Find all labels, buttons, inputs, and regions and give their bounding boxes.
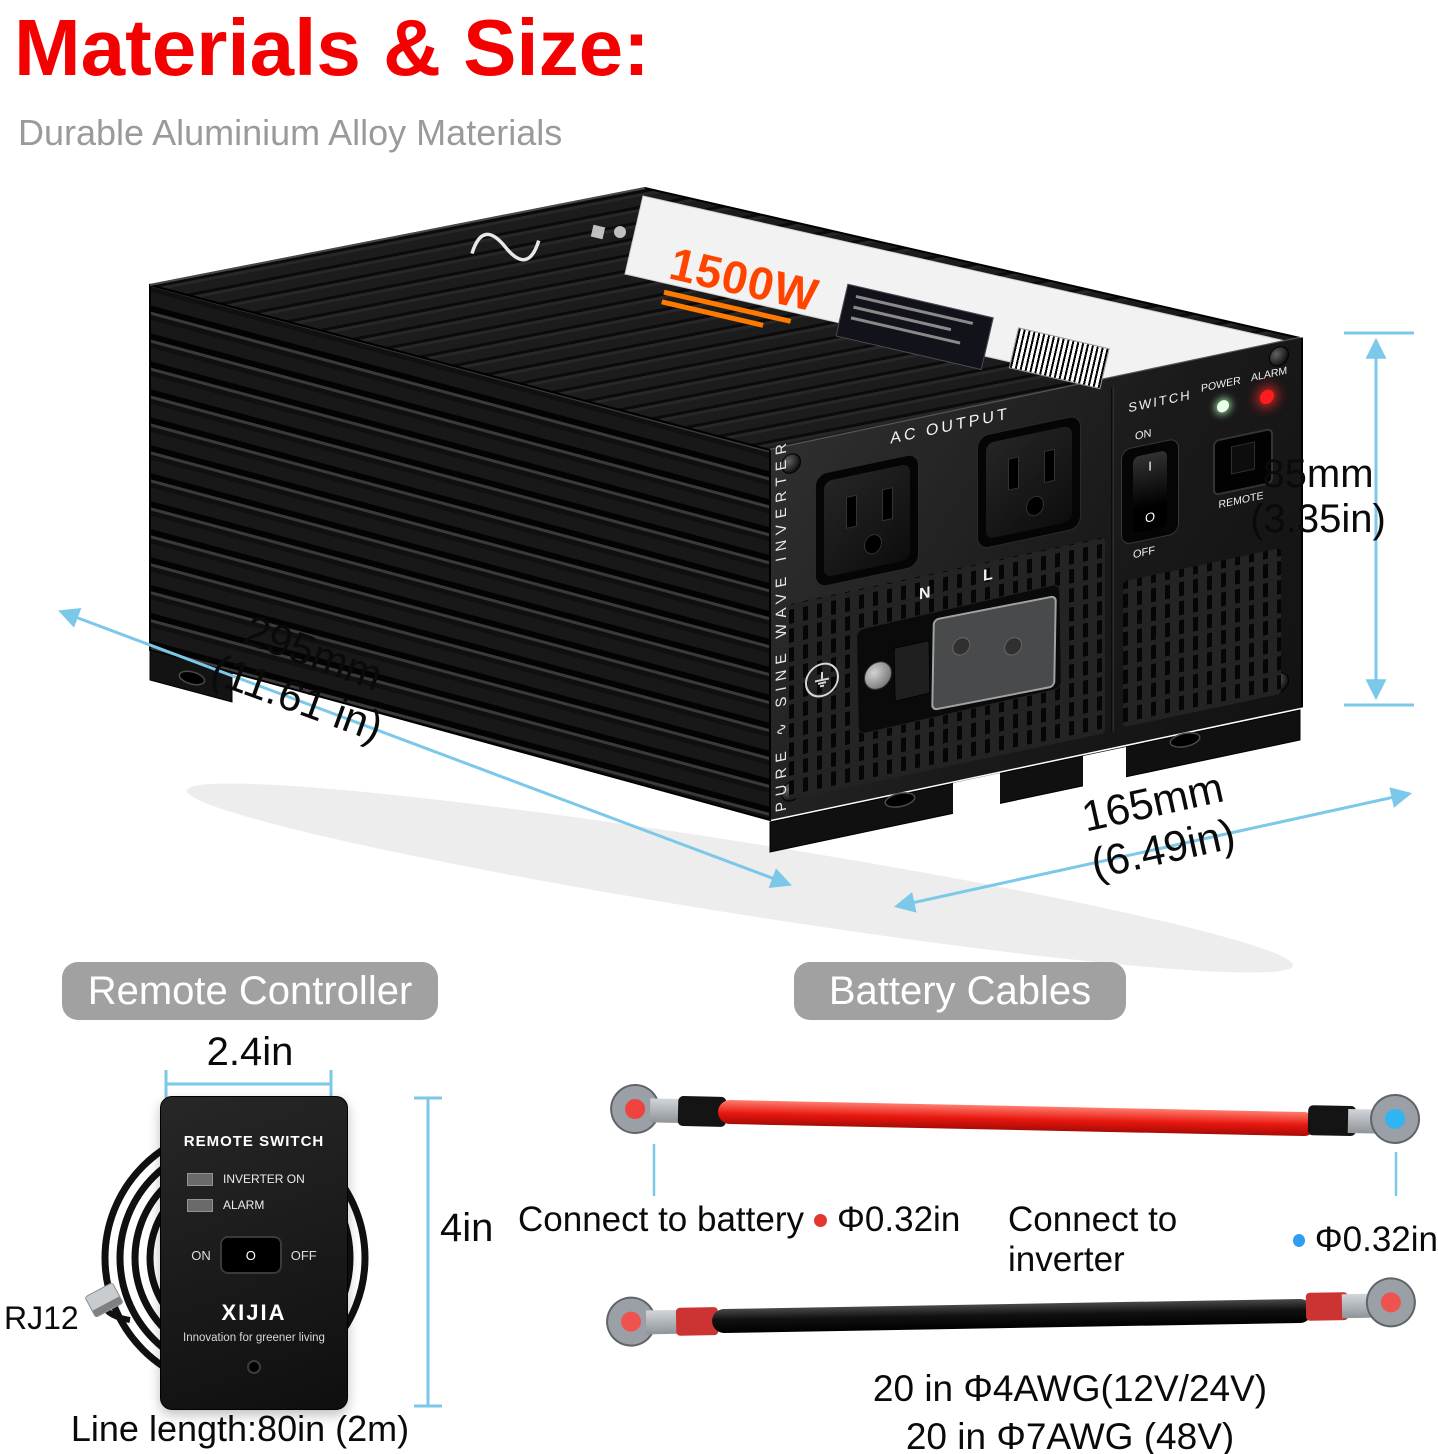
- remote-off-label: OFF: [290, 1247, 317, 1263]
- power-label: POWER: [1201, 374, 1241, 395]
- terminal-l-label: L: [983, 565, 993, 585]
- inverter-hole-diameter: Φ0.32in: [1314, 1220, 1438, 1259]
- remote-device-title: REMOTE SWITCH: [183, 1133, 325, 1150]
- outlet-ground-hole: [864, 532, 882, 557]
- connect-to-inverter-text: Connect to inverter: [1008, 1200, 1178, 1279]
- red-battery-cable: [611, 1080, 1419, 1155]
- power-led: [1217, 398, 1229, 414]
- switch-label: SWITCH: [1128, 386, 1192, 416]
- rj12-connector: [84, 1281, 124, 1319]
- battery-dot-icon: [814, 1213, 827, 1227]
- outlet-face: [986, 425, 1072, 540]
- inverter-on-led: [187, 1172, 213, 1186]
- inverter-on-label: INVERTER ON: [223, 1172, 305, 1186]
- height-mm: 85mm: [1262, 452, 1374, 496]
- switch-off-label: OFF: [1133, 544, 1155, 562]
- cable-spec-line1: 20 in Φ4AWG(12V/24V): [872, 1368, 1268, 1409]
- remote-switch-device: REMOTE SWITCH INVERTER ON ALARM ON O OFF…: [160, 1096, 348, 1410]
- rocker-o-mark: O: [245, 1247, 256, 1263]
- vent-grid: [1123, 547, 1281, 728]
- crimp: [645, 1309, 679, 1335]
- panel-divider: [1111, 387, 1114, 732]
- inverter-dot-icon: [1292, 1233, 1305, 1247]
- rocker[interactable]: I O: [1133, 450, 1167, 534]
- battery-hole-diameter: Φ0.32in: [837, 1200, 961, 1239]
- device-hole: [247, 1360, 261, 1374]
- ac-outlet: [977, 414, 1081, 551]
- remote-on-label: ON: [191, 1247, 211, 1263]
- top-edge-highlight: [149, 187, 646, 286]
- height-dimension: 85mm (3.35in): [1238, 452, 1398, 542]
- certification-mark-icon: [590, 224, 606, 240]
- terminal-n-label: N: [919, 584, 931, 604]
- black-cable-body: [711, 1298, 1313, 1334]
- inverter-front-panel: PURE ∿ SINE WAVE INVERTER AC OUTPUT SWIT…: [770, 337, 1303, 820]
- battery-connection-label: Connect to battery Φ0.32in: [518, 1200, 960, 1240]
- rocker-i-mark: I: [1148, 458, 1152, 475]
- switch-on-label: ON: [1135, 427, 1152, 443]
- page-subtitle: Durable Aluminium Alloy Materials: [18, 112, 563, 153]
- alarm-label: ALARM: [1251, 364, 1288, 385]
- terminal-screw-icon: [863, 658, 893, 693]
- certification-mark-icon: [614, 226, 626, 238]
- cable-spec-line2: 20 in Φ7AWG (48V): [905, 1416, 1235, 1454]
- outlet-slot: [846, 494, 857, 529]
- remote-rocker-switch[interactable]: O: [219, 1236, 282, 1274]
- outlet-slot: [1044, 448, 1055, 484]
- red-cable-body: [717, 1099, 1317, 1137]
- length-dimension: 295mm (11.61 in): [162, 585, 449, 768]
- product-label: 1500W: [661, 237, 1111, 405]
- remote-controller-section-title: Remote Controller: [62, 962, 438, 1020]
- spec-table: [835, 283, 994, 371]
- barcode-icon: [1008, 327, 1110, 390]
- remote-width-dimension: 2.4in: [206, 1030, 294, 1074]
- rj12-label: RJ12: [4, 1300, 79, 1336]
- power-rocker-switch[interactable]: I O: [1121, 437, 1179, 546]
- page-title: Materials & Size:: [14, 3, 650, 92]
- alarm-led: [1260, 388, 1274, 406]
- inverter-left-face: [149, 283, 771, 822]
- rocker-o-mark: O: [1144, 508, 1156, 526]
- cable-specs: 20 in Φ4AWG(12V/24V) 20 in Φ7AWG (48V): [800, 1368, 1340, 1454]
- ac-outlet: [815, 452, 919, 589]
- brand-name: XIJIA: [221, 1300, 287, 1325]
- flange-gap: [1083, 747, 1126, 789]
- ring-terminal: [1367, 1278, 1415, 1326]
- alarm-label: ALARM: [223, 1198, 265, 1212]
- brand-tagline: Innovation for greener living: [183, 1332, 325, 1344]
- black-battery-cable: [607, 1277, 1415, 1349]
- outlet-slot: [1008, 456, 1019, 491]
- outlet-face: [824, 463, 910, 578]
- outlet-ground-hole: [1026, 494, 1044, 518]
- terminal-bolt-icon: [952, 635, 971, 658]
- outlet-slot: [882, 486, 893, 522]
- line-length-label: Line length:80in (2m): [70, 1408, 410, 1449]
- sine-wave-icon: [470, 232, 541, 262]
- remote-height-dimension: 4in: [440, 1206, 494, 1250]
- connect-to-battery-text: Connect to battery: [518, 1200, 804, 1239]
- battery-cables-section-title: Battery Cables: [794, 962, 1126, 1020]
- depth-dimension: 165mm (6.49in): [1021, 751, 1296, 901]
- inverter-connection-label: Connect to inverter Φ0.32in: [1008, 1200, 1438, 1280]
- terminal-clamp: [893, 639, 931, 702]
- terminal-bolt-icon: [1003, 635, 1023, 658]
- terminal-cover: [931, 594, 1057, 712]
- alarm-led: [187, 1198, 213, 1212]
- height-in: (3.35in): [1250, 496, 1386, 541]
- ring-terminal-inverter: [1371, 1095, 1419, 1143]
